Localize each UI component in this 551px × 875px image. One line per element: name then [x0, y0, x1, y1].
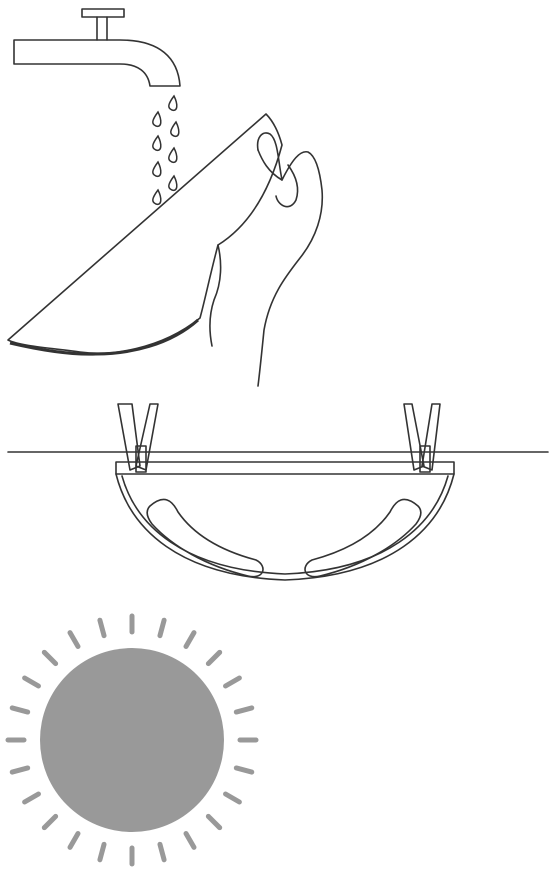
sun-icon	[8, 616, 256, 864]
sun-ray	[226, 794, 240, 802]
sun-ray	[25, 678, 39, 686]
sun-step	[0, 600, 551, 875]
water-drop-icon	[169, 96, 177, 110]
mop-holder-icon	[116, 462, 454, 580]
hang-step	[0, 390, 551, 600]
sun-ray	[186, 834, 194, 848]
water-drop-icon	[153, 136, 161, 150]
faucet-icon	[14, 9, 180, 86]
sun-ray	[208, 652, 219, 663]
water-drop-icon	[153, 190, 161, 204]
sun-ray	[44, 652, 55, 663]
hang-illustration	[0, 390, 551, 600]
sun-ray	[12, 768, 27, 772]
sun-illustration	[0, 600, 551, 875]
sun-ray	[186, 633, 194, 647]
sun-ray	[44, 816, 55, 827]
sun-ray	[100, 844, 104, 859]
water-drop-icon	[169, 176, 177, 190]
sun-ray	[25, 794, 39, 802]
sun-ray	[70, 633, 78, 647]
water-drop-icon	[169, 148, 177, 162]
sun-ray	[236, 708, 251, 712]
wash-illustration	[0, 0, 551, 390]
water-drops	[153, 96, 179, 204]
water-drop-icon	[171, 122, 179, 136]
sun-ray	[226, 678, 240, 686]
sun-ray	[208, 816, 219, 827]
water-drop-icon	[153, 162, 161, 176]
sun-disc	[40, 648, 224, 832]
cloth-icon	[8, 114, 282, 354]
sun-ray	[236, 768, 251, 772]
hand-icon	[210, 133, 322, 386]
sun-ray	[160, 844, 164, 859]
sun-ray	[12, 708, 27, 712]
sun-ray	[160, 620, 164, 635]
sun-ray	[100, 620, 104, 635]
water-drop-icon	[153, 112, 161, 126]
wash-step	[0, 0, 551, 390]
sun-ray	[70, 834, 78, 848]
